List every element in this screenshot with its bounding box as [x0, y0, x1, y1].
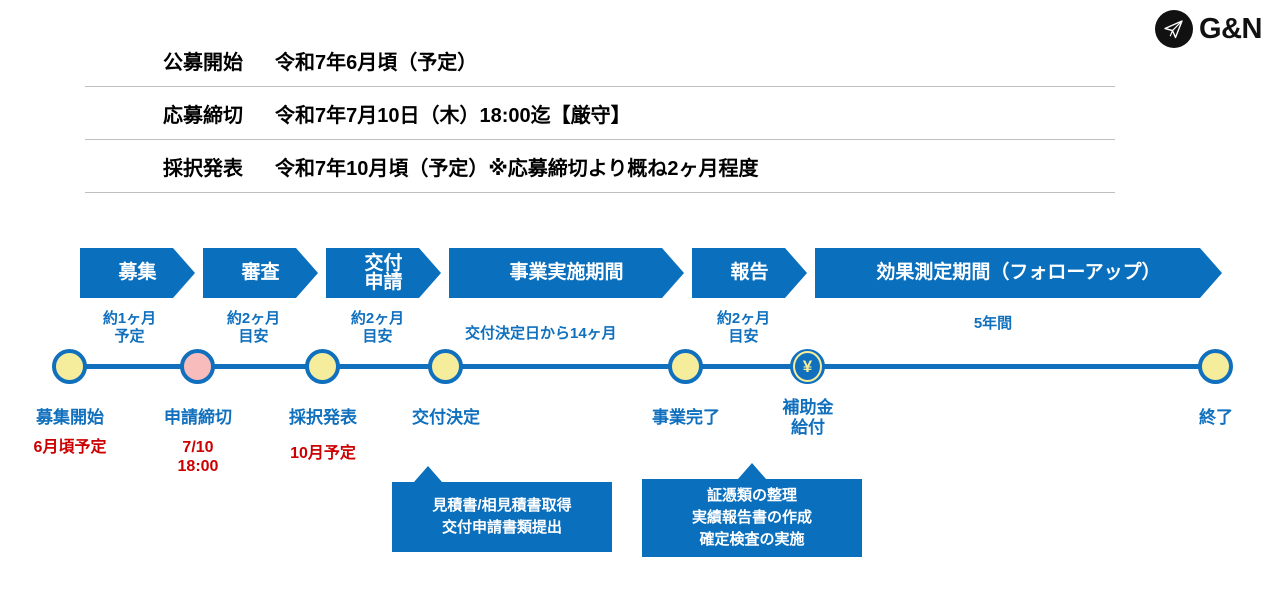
timeline-node-4[interactable] — [668, 349, 703, 384]
process-phase-1-sub: 約2ヶ月 目安 — [226, 310, 281, 345]
process-phase-2-sub: 約2ヶ月 目安 — [350, 310, 405, 345]
process-chevron-band: 募集 審査 交付 申請 事業実施期間 報告 効果測定期間（フォローアップ） — [0, 248, 1280, 298]
process-phase-3: 事業実施期間 — [449, 248, 684, 298]
timeline-label-6: 終了 — [1199, 408, 1233, 427]
process-phase-4: 報告 — [692, 248, 807, 298]
timeline-node-2[interactable] — [305, 349, 340, 384]
table-row: 公募開始 令和7年6月頃（予定） — [85, 34, 1115, 87]
schedule-label: 採択発表 — [163, 157, 243, 180]
callout-1: 証憑類の整理 実績報告書の作成 確定検査の実施 — [642, 479, 862, 557]
timeline-label-5: 補助金 給付 — [782, 398, 834, 438]
process-phase-1: 審査 — [203, 248, 318, 298]
callout-0: 見積書/相見積書取得 交付申請書類提出 — [392, 482, 612, 552]
timeline-sub-2: 10月予定 — [290, 445, 356, 462]
callout-0-tip — [414, 466, 442, 482]
timeline-label-0: 募集開始 — [36, 408, 104, 427]
yen-coin-icon[interactable]: ¥ — [790, 349, 825, 384]
schedule-value: 令和7年6月頃（予定） — [275, 51, 478, 74]
timeline-label-1: 申請締切 — [164, 408, 232, 427]
callout-1-tip — [738, 463, 766, 479]
timeline-label-3: 交付決定 — [412, 408, 480, 427]
schedule-value: 令和7年10月頃（予定）※応募締切より概ね2ヶ月程度 — [275, 157, 759, 180]
brand-logo: G&N — [1155, 10, 1262, 48]
timeline-axis — [60, 364, 1222, 369]
timeline-label-4: 事業完了 — [652, 408, 720, 427]
schedule-label: 応募締切 — [163, 104, 243, 127]
process-phase-3-sub: 交付決定日から14ヶ月 — [465, 325, 617, 342]
table-row: 応募締切 令和7年7月10日（木）18:00迄【厳守】 — [85, 87, 1115, 140]
paper-plane-icon — [1155, 10, 1194, 48]
process-phase-5: 効果測定期間（フォローアップ） — [815, 248, 1222, 298]
process-phase-5-sub: 5年間 — [973, 315, 1013, 332]
timeline-node-3[interactable] — [428, 349, 463, 384]
yen-symbol: ¥ — [793, 351, 822, 382]
brand-name: G&N — [1199, 12, 1262, 45]
process-phase-4-sub: 約2ヶ月 目安 — [716, 310, 771, 345]
timeline-sub-1: 7/10 18:00 — [177, 439, 219, 476]
timeline-label-2: 採択発表 — [289, 408, 357, 427]
process-phase-0: 募集 — [80, 248, 195, 298]
timeline-sub-0: 6月頃予定 — [33, 439, 107, 456]
process-phase-0-sub: 約1ヶ月 予定 — [102, 310, 157, 345]
timeline-node-0[interactable] — [52, 349, 87, 384]
schedule-table: 公募開始 令和7年6月頃（予定） 応募締切 令和7年7月10日（木）18:00迄… — [85, 34, 1115, 193]
schedule-value: 令和7年7月10日（木）18:00迄【厳守】 — [275, 104, 631, 127]
process-phase-2: 交付 申請 — [326, 248, 441, 298]
timeline-node-1[interactable] — [180, 349, 215, 384]
timeline-node-6[interactable] — [1198, 349, 1233, 384]
table-row: 採択発表 令和7年10月頃（予定）※応募締切より概ね2ヶ月程度 — [85, 140, 1115, 193]
schedule-label: 公募開始 — [163, 51, 243, 74]
